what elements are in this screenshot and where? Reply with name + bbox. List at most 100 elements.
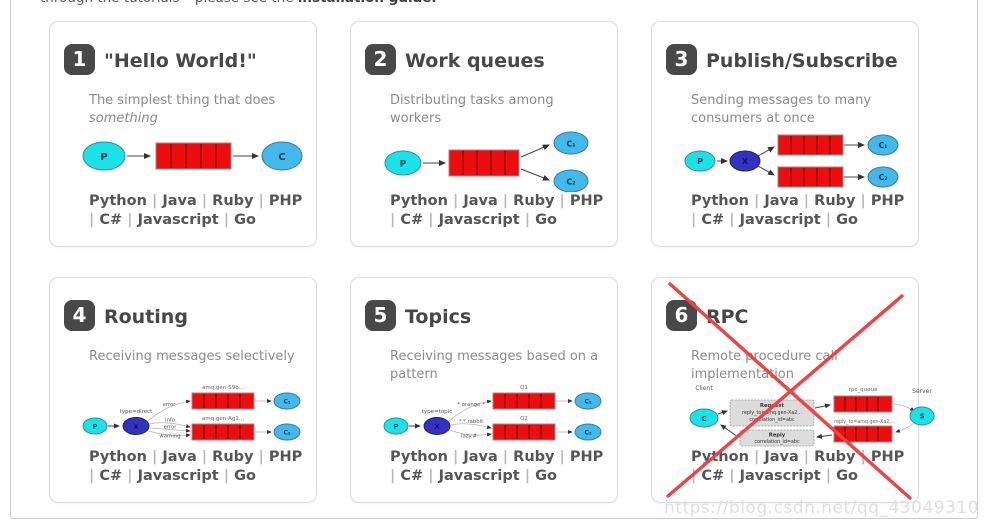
language-link-javascript[interactable]: Javascript (438, 212, 520, 228)
language-links: Python | Java | Ruby | PHP | C# | Javasc… (390, 448, 618, 486)
exchange-node (423, 417, 451, 435)
language-link-csharp[interactable]: C# (400, 212, 424, 228)
language-link-javascript[interactable]: Javascript (137, 212, 219, 228)
consumer-1-label: C₁ (879, 141, 888, 150)
language-link-java[interactable]: Java (764, 193, 799, 209)
consumer-1-node (867, 134, 899, 156)
language-link-php[interactable]: PHP (569, 193, 604, 209)
language-separator: | (825, 212, 832, 228)
tutorial-description: Receiving messages selectively (89, 348, 305, 366)
language-link-java[interactable]: Java (162, 193, 197, 209)
language-link-javascript[interactable]: Javascript (438, 468, 520, 484)
binding-key-label: *.*.rabbit (459, 419, 483, 425)
language-link-javascript[interactable]: Javascript (137, 468, 219, 484)
language-link-ruby[interactable]: Ruby (814, 449, 856, 465)
description-text: Distributing tasks among workers (390, 93, 554, 126)
queue-2-name: amq.gen-Ag1... (202, 416, 244, 422)
language-separator: | (390, 212, 396, 228)
language-link-php[interactable]: PHP (569, 449, 604, 465)
language-link-csharp[interactable]: C# (99, 468, 123, 484)
language-link-python[interactable]: Python (89, 449, 147, 465)
exchange-type-label: type=direct (120, 409, 153, 415)
language-link-python[interactable]: Python (691, 193, 749, 209)
language-separator: | (127, 212, 133, 228)
language-link-javascript[interactable]: Javascript (739, 468, 821, 484)
language-link-ruby[interactable]: Ruby (212, 193, 254, 209)
tutorial-card-publish-subscribe[interactable]: 3 Publish/Subscribe Sending messages to … (651, 21, 919, 247)
producer-node (82, 417, 108, 435)
description-text: Receiving messages selectively (89, 349, 295, 364)
language-links: Python | Java | Ruby | PHP | C# | Javasc… (89, 448, 317, 486)
tutorial-title[interactable]: "Hello World!" (104, 50, 257, 72)
language-link-javascript[interactable]: Javascript (739, 212, 821, 228)
binding-key-label: error (163, 402, 177, 408)
description-italic: something (89, 110, 158, 126)
language-separator: | (127, 468, 133, 484)
language-link-csharp[interactable]: C# (701, 212, 725, 228)
language-link-php[interactable]: PHP (268, 193, 303, 209)
language-separator: | (452, 449, 459, 465)
reply-correlation-id: correlation_id=abc (754, 439, 800, 445)
tutorial-card-hello-world[interactable]: 1 "Hello World!" The simplest thing that… (49, 21, 317, 247)
server-node-label: S (919, 413, 924, 421)
language-separator: | (729, 468, 735, 484)
language-link-java[interactable]: Java (162, 449, 197, 465)
language-link-python[interactable]: Python (390, 449, 448, 465)
tutorial-title[interactable]: Work queues (405, 50, 545, 72)
language-link-ruby[interactable]: Ruby (513, 449, 555, 465)
language-link-ruby[interactable]: Ruby (814, 193, 856, 209)
language-link-go[interactable]: Go (535, 468, 557, 484)
installation-guide-link[interactable]: installation guide. (298, 0, 437, 6)
language-separator: | (89, 468, 95, 484)
producer-node (383, 417, 409, 435)
tutorial-title[interactable]: Topics (405, 306, 472, 328)
queue-2-name: Q2 (520, 416, 528, 422)
language-link-go[interactable]: Go (535, 212, 557, 228)
language-link-java[interactable]: Java (764, 449, 799, 465)
language-link-php[interactable]: PHP (268, 449, 303, 465)
tutorial-diagram-work-queues: P C₁ C₂ (383, 130, 613, 196)
tutorial-diagram-hello-world: P C (82, 130, 312, 186)
language-link-go[interactable]: Go (234, 468, 256, 484)
language-separator: | (258, 193, 264, 209)
red-cross-out-mark (666, 282, 912, 500)
language-link-python[interactable]: Python (89, 193, 147, 209)
language-separator: | (223, 212, 230, 228)
queue-2 (777, 166, 844, 188)
language-link-python[interactable]: Python (390, 193, 448, 209)
language-link-ruby[interactable]: Ruby (212, 449, 254, 465)
language-link-csharp[interactable]: C# (701, 468, 725, 484)
tutorial-card-topics[interactable]: 5 Topics Receiving messages based on a p… (350, 277, 618, 503)
tutorial-title[interactable]: RPC (706, 306, 749, 328)
language-link-csharp[interactable]: C# (99, 212, 123, 228)
language-link-go[interactable]: Go (836, 468, 858, 484)
tutorial-card-rpc[interactable]: 6 RPC Remote procedure call implementati… (651, 277, 935, 503)
tutorial-card-work-queues[interactable]: 2 Work queues Distributing tasks among w… (350, 21, 618, 247)
language-separator: | (201, 449, 208, 465)
tutorial-number-badge: 3 (666, 44, 697, 75)
language-link-java[interactable]: Java (463, 193, 498, 209)
language-link-ruby[interactable]: Ruby (513, 193, 555, 209)
tutorial-number-badge: 5 (365, 300, 396, 331)
language-links: Python | Java | Ruby | PHP | C# | Javasc… (390, 192, 618, 230)
language-link-go[interactable]: Go (234, 212, 256, 228)
tutorial-card-routing[interactable]: 4 Routing Receiving messages selectively… (49, 277, 317, 503)
tutorial-title[interactable]: Routing (104, 306, 188, 328)
queue-2 (492, 423, 556, 441)
producer-node (684, 150, 716, 172)
language-separator: | (502, 449, 509, 465)
producer-node (82, 141, 126, 171)
language-link-java[interactable]: Java (463, 449, 498, 465)
producer-label: P (93, 423, 98, 431)
language-link-go[interactable]: Go (836, 212, 858, 228)
language-link-python[interactable]: Python (691, 449, 749, 465)
language-link-csharp[interactable]: C# (400, 468, 424, 484)
request-correlation-id: correlation_id=abc (749, 417, 795, 423)
tutorial-title[interactable]: Publish/Subscribe (706, 50, 898, 72)
language-separator: | (258, 449, 264, 465)
language-link-php[interactable]: PHP (870, 449, 905, 465)
exchange-node (729, 150, 761, 172)
producer-label: P (697, 157, 703, 166)
description-text: Receiving messages based on a pattern (390, 349, 599, 382)
language-link-php[interactable]: PHP (870, 193, 905, 209)
